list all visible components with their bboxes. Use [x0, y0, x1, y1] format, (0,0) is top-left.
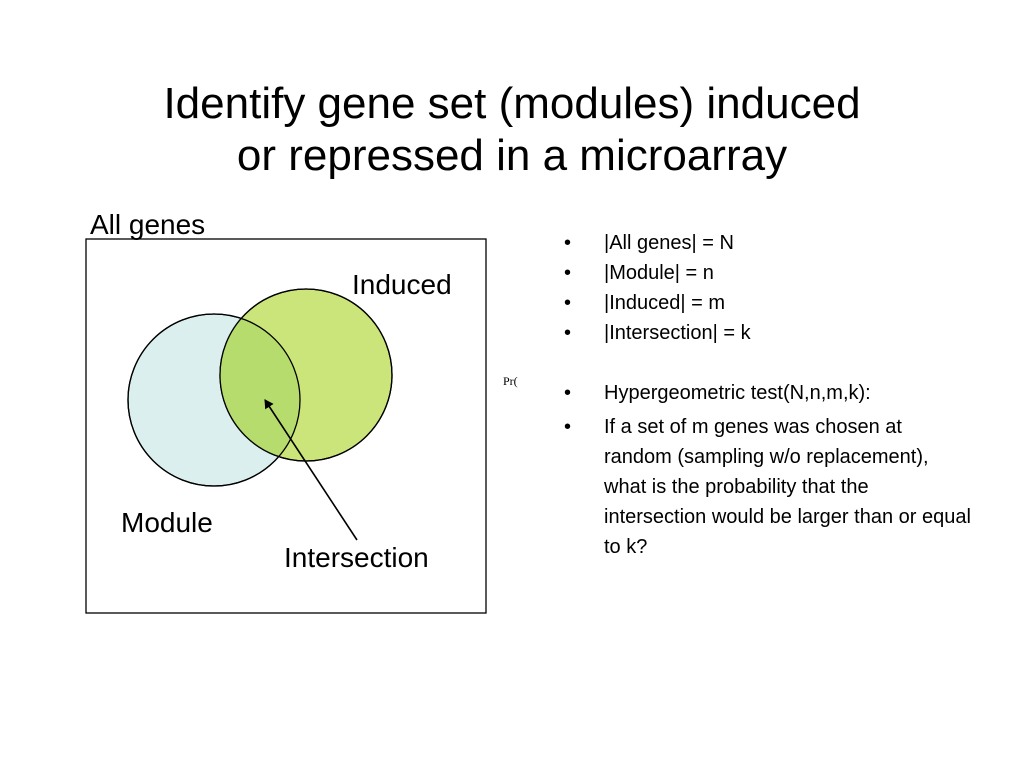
pr-fragment: Pr( [503, 374, 518, 388]
bullet-induced: |Induced| = m [562, 288, 972, 318]
bullet-all-genes: |All genes| = N [562, 228, 972, 258]
bullet-module: |Module| = n [562, 258, 972, 288]
bullet-hypergeometric-test: Hypergeometric test(N,n,m,k): [562, 378, 972, 408]
intersection-arrow [264, 399, 358, 541]
induced-label: Induced [352, 269, 452, 300]
slide-title: Identify gene set (modules) induced or r… [0, 78, 1024, 182]
bullet-list: |All genes| = N |Module| = n |Induced| =… [562, 228, 972, 562]
module-label: Module [121, 507, 213, 538]
module-circle-outline [127, 313, 301, 487]
bullet-intersection: |Intersection| = k [562, 318, 972, 348]
intersection-label: Intersection [284, 542, 429, 573]
all-genes-label: All genes [90, 209, 205, 240]
intersection-region [220, 314, 300, 461]
slide-title-line-2: or repressed in a microarray [236, 131, 788, 180]
slide-title-line-1: Identify gene set (modules) induced [163, 79, 861, 128]
bullet-question: If a set of m genes was chosen at random… [562, 412, 972, 562]
all-genes-box [85, 238, 487, 614]
